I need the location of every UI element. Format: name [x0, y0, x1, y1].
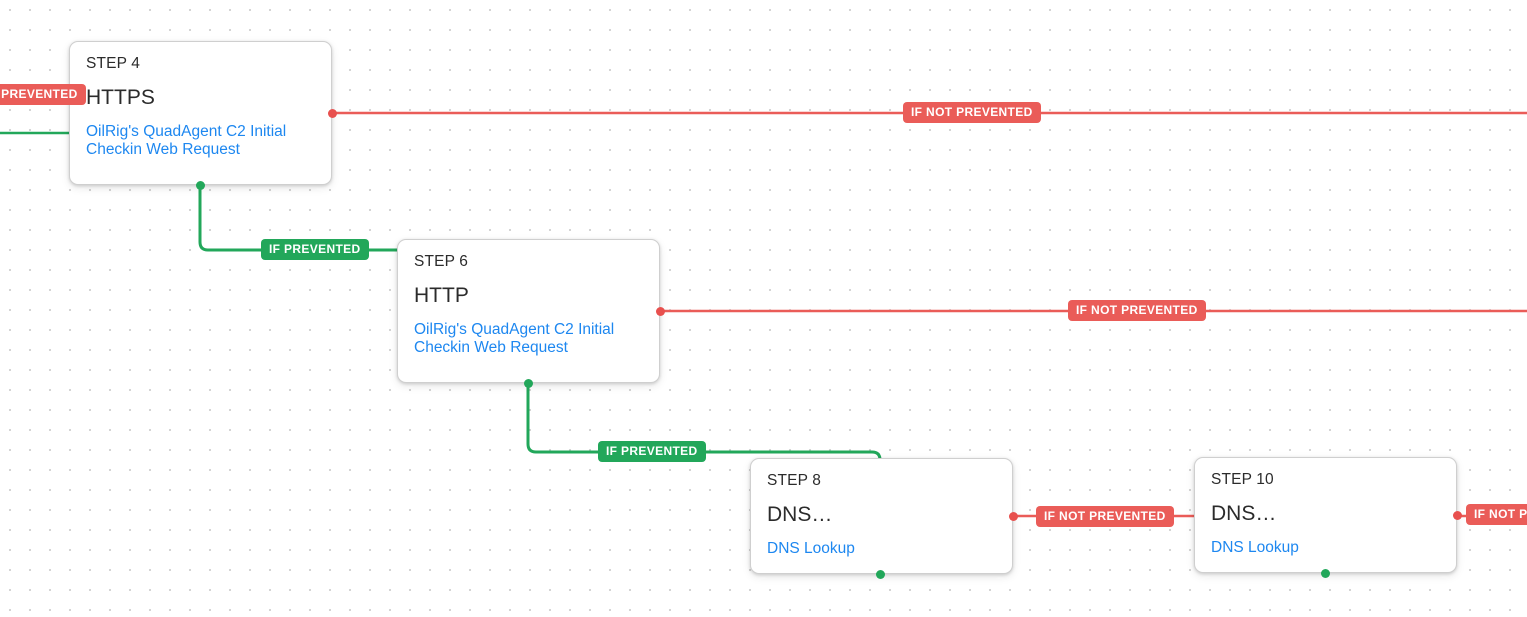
node-step-8-step-label: STEP 8: [767, 472, 822, 489]
node-step-10-link[interactable]: DNS Lookup: [1211, 538, 1299, 556]
edge-label-step6-prevented[interactable]: IF PREVENTED: [598, 441, 706, 462]
edge-label-step8-not-prevented[interactable]: IF NOT PREVENTED: [1036, 506, 1174, 527]
port-step-6-not-prevented[interactable]: [656, 307, 665, 316]
port-step-10-prevented[interactable]: [1321, 569, 1330, 578]
node-step-4-title: HTTPS: [86, 86, 155, 108]
node-step-6-link[interactable]: OilRig's QuadAgent C2 Initial Checkin We…: [414, 320, 615, 357]
port-step-4-not-prevented[interactable]: [328, 109, 337, 118]
node-step-4[interactable]: STEP 4 HTTPS OilRig's QuadAgent C2 Initi…: [69, 41, 332, 185]
edge-label-step4-prevented[interactable]: IF PREVENTED: [261, 239, 369, 260]
node-step-8-link[interactable]: DNS Lookup: [767, 539, 855, 557]
node-step-8-title: DNS…: [767, 503, 833, 525]
edge-label-step10-not-prevented[interactable]: IF NOT PREVENTED: [1466, 504, 1527, 525]
node-step-10-step-label: STEP 10: [1211, 471, 1274, 488]
port-step-6-prevented[interactable]: [524, 379, 533, 388]
node-step-8[interactable]: STEP 8 DNS… DNS Lookup: [750, 458, 1013, 574]
port-step-8-not-prevented[interactable]: [1009, 512, 1018, 521]
node-step-6-title: HTTP: [414, 284, 469, 306]
port-step-10-not-prevented[interactable]: [1453, 511, 1462, 520]
node-step-4-link[interactable]: OilRig's QuadAgent C2 Initial Checkin We…: [86, 122, 287, 159]
node-step-4-step-label: STEP 4: [86, 55, 141, 72]
node-step-10[interactable]: STEP 10 DNS… DNS Lookup: [1194, 457, 1457, 573]
node-step-10-title: DNS…: [1211, 502, 1277, 524]
edge-label-step4-not-prevented[interactable]: IF NOT PREVENTED: [903, 102, 1041, 123]
edge-step4-prevented: [198, 183, 400, 252]
port-step-4-prevented[interactable]: [196, 181, 205, 190]
node-step-6[interactable]: STEP 6 HTTP OilRig's QuadAgent C2 Initia…: [397, 239, 660, 383]
edge-label-incoming-not-prevented[interactable]: IF NOT PREVENTED: [0, 84, 86, 105]
edge-label-step6-not-prevented[interactable]: IF NOT PREVENTED: [1068, 300, 1206, 321]
node-step-6-step-label: STEP 6: [414, 253, 469, 270]
port-step-8-prevented[interactable]: [876, 570, 885, 579]
